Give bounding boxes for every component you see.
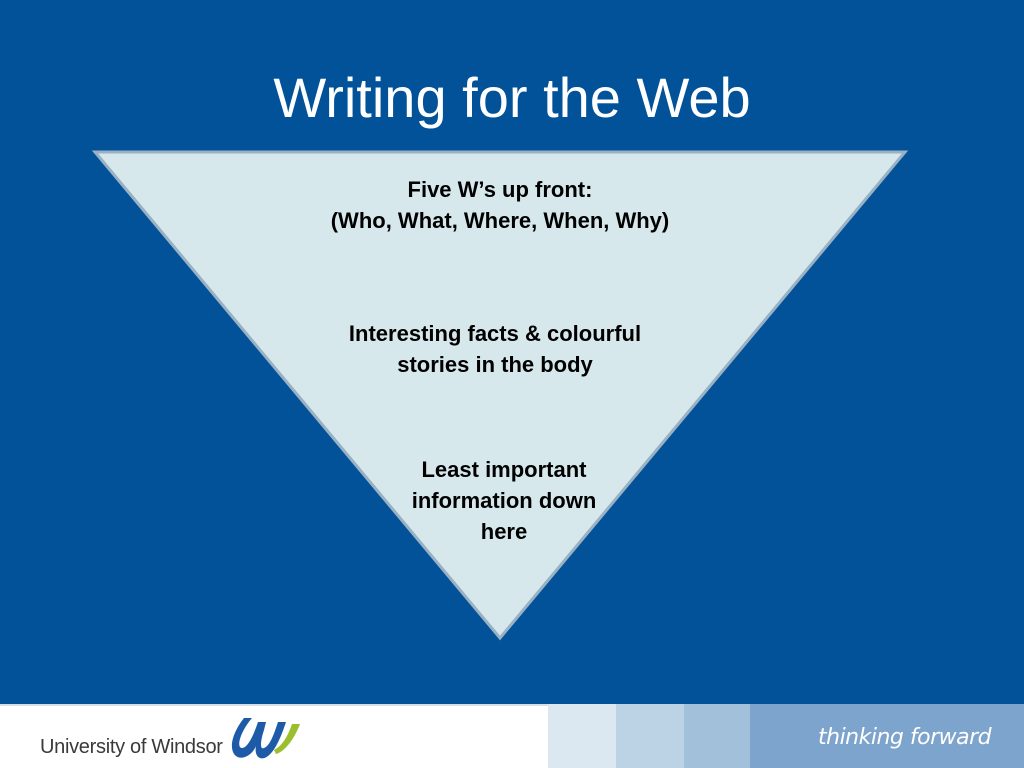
footer-stripe-3 [684,704,750,768]
university-logo-icon [231,718,300,759]
footer-divider [0,704,548,706]
footer-stripe-4 [750,704,1024,768]
funnel-top-line-2: (Who, What, Where, When, Why) [330,208,670,233]
slide-title: Writing for the Web [273,66,751,129]
funnel-bottom-line-2: information down [411,488,597,513]
footer-stripe-2 [616,704,684,768]
footer-bar: University of Windsor thinking forward [0,704,1024,768]
funnel-shape [91,150,909,641]
inverted-pyramid-diagram [91,150,909,641]
funnel-middle-line-2: stories in the body [397,352,593,377]
funnel-top-line-1: Five W’s up front: [407,177,593,202]
funnel-top-text: Five W’s up front: (Who, What, Where, Wh… [250,174,750,236]
funnel-middle-line-1: Interesting facts & colourful [348,321,642,346]
footer-stripe-1 [548,704,616,768]
funnel-bottom-line-1: Least important [421,457,587,482]
tagline: thinking forward [818,725,992,750]
university-name: University of Windsor [40,736,223,758]
funnel-bottom-text: Least important information down here [380,454,628,547]
funnel-bottom-line-3: here [480,519,528,544]
funnel-middle-text: Interesting facts & colourful stories in… [290,318,700,380]
